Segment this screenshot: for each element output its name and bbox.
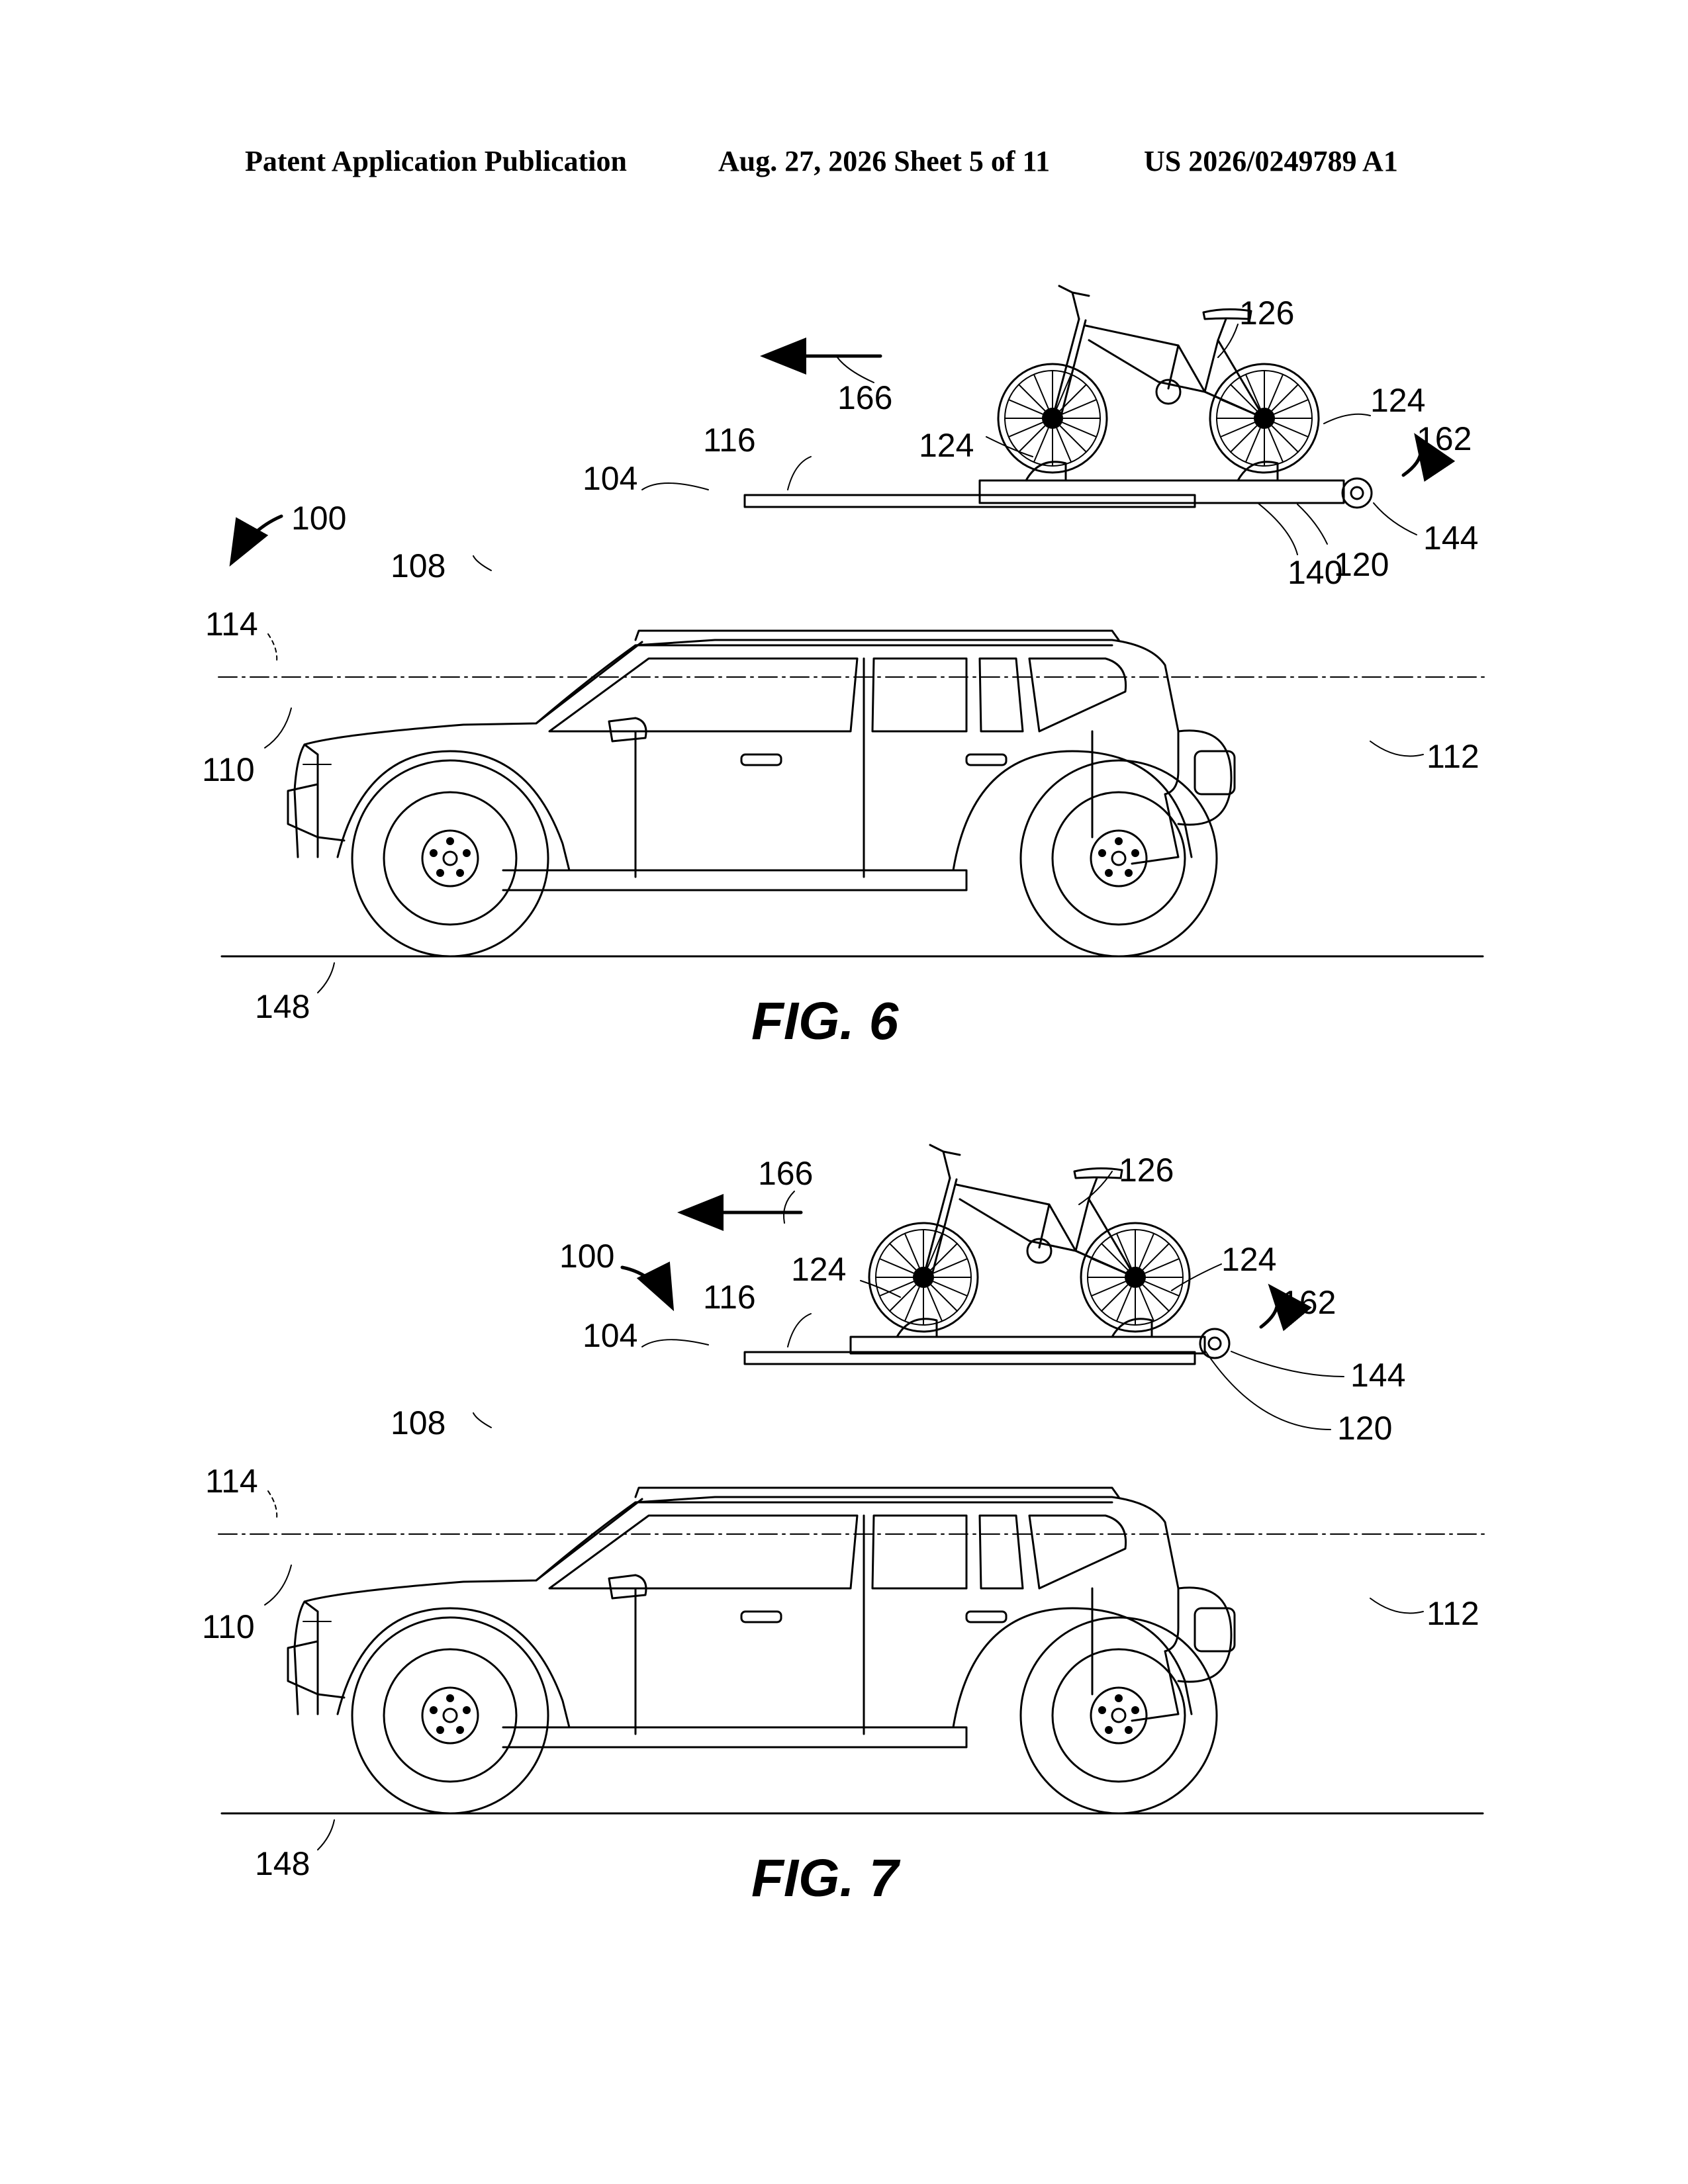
ref-116-fig6: 116: [703, 422, 756, 459]
ref-108-fig7: 108: [391, 1404, 445, 1441]
figure-6-caption: FIG. 6: [751, 991, 899, 1050]
ref-112-fig7: 112: [1427, 1595, 1479, 1632]
ref-144-fig7: 144: [1350, 1357, 1405, 1394]
wheel-holder-rear-fig6: [1237, 461, 1279, 482]
ref-104-fig7: 104: [583, 1317, 637, 1354]
wheel-holder-rear-fig7: [1111, 1318, 1153, 1338]
ref-162-fig6: 162: [1417, 420, 1472, 457]
ref-110-fig7: 110: [202, 1608, 255, 1645]
vehicle-arrow-fig6: [229, 514, 283, 567]
ref-124-rear-fig6: 124: [1370, 382, 1425, 419]
ref-124-rear-fig7: 124: [1221, 1241, 1276, 1278]
arm-fig6: [978, 479, 1345, 504]
ref-110-fig6: 110: [202, 751, 255, 788]
publication-type: Patent Application Publication: [245, 145, 627, 177]
publication-date-sheet: Aug. 27, 2026 Sheet 5 of 11: [718, 145, 1051, 177]
ref-114-fig6: 114: [205, 606, 258, 643]
pivot-fig6: [1341, 477, 1373, 509]
ref-144-fig6: 144: [1423, 520, 1478, 557]
ref-108-fig6: 108: [391, 547, 445, 584]
wheel-holder-front-fig7: [896, 1318, 938, 1338]
roof-rack-fig6: [743, 494, 1196, 508]
ref-114-fig7: 114: [205, 1463, 258, 1500]
ref-162-fig7: 162: [1281, 1284, 1336, 1321]
figure-7-caption: FIG. 7: [751, 1848, 901, 1907]
ref-112-fig6: 112: [1427, 738, 1479, 775]
page-header: Patent Application Publication Aug. 27, …: [0, 144, 1688, 184]
rotation-arrow-fig6: [1401, 433, 1456, 482]
vehicle-fig7: [287, 1486, 1236, 1815]
roof-rack-fig7: [743, 1351, 1196, 1365]
ref-120-fig6: 120: [1334, 546, 1389, 583]
ref-100-fig7: 100: [559, 1238, 614, 1275]
publication-number: US 2026/0249789 A1: [1144, 145, 1398, 177]
ref-148-fig7: 148: [255, 1845, 310, 1882]
ref-100-fig6: 100: [291, 500, 346, 537]
ref-124-front-fig7: 124: [791, 1251, 846, 1288]
arm-fig7: [849, 1336, 1206, 1355]
rotation-arrow-fig7: [1259, 1283, 1312, 1332]
ref-124-front-fig6: 124: [919, 427, 974, 464]
figure-6: 100 104 108 116 126 124 124 162 144 120 …: [202, 286, 1490, 1050]
figure-7: 100 104 108 116 126 124 124 162 144 120 …: [202, 1145, 1490, 1907]
wheel-holder-front-fig6: [1025, 461, 1067, 482]
ref-140-fig6: 140: [1288, 554, 1342, 591]
ref-166-fig7: 166: [758, 1155, 813, 1192]
vehicle-fig6: [287, 629, 1236, 958]
pivot-fig7: [1199, 1328, 1231, 1359]
ref-116-fig7: 116: [703, 1279, 756, 1316]
ref-148-fig6: 148: [255, 988, 310, 1025]
ref-126-fig6: 126: [1239, 295, 1294, 332]
vehicle-arrow-fig7: [620, 1261, 675, 1312]
ref-120-fig7: 120: [1337, 1410, 1392, 1447]
ref-126-fig7: 126: [1119, 1152, 1174, 1189]
ref-166-fig6: 166: [837, 379, 892, 416]
ref-104-fig6: 104: [583, 460, 637, 497]
